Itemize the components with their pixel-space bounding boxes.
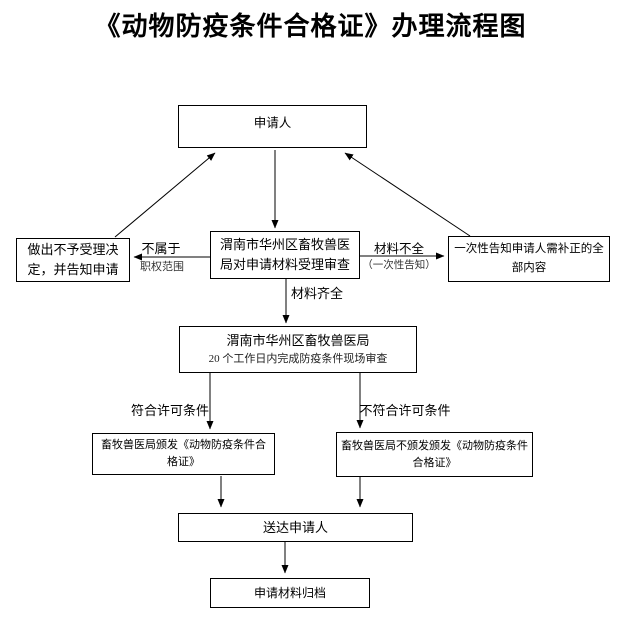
edge-label-not-in-scope-line1: 不属于 [141, 241, 181, 256]
node-notify-line1: 一次性告知申请人需补正的全 [454, 243, 604, 255]
arrow-reject-to-applicant [114, 152, 216, 238]
arrow-notify-to-applicant [344, 152, 471, 237]
node-onsite-line2: 20 个工作日内完成防疫条件现场审查 [208, 353, 388, 365]
edge-label-not-in-scope-line2: 职权范围 [140, 261, 184, 273]
node-reject-line2: 定，并告知申请 [27, 262, 119, 277]
node-reject-line1: 做出不予受理决 [27, 242, 119, 257]
node-onsite: 渭南市华州区畜牧兽医局 20 个工作日内完成防疫条件现场审查 [179, 326, 417, 373]
node-issue-line1: 畜牧兽医局颁发《动物防疫条件合 [101, 439, 266, 451]
node-applicant: 申请人 [178, 105, 367, 148]
node-applicant-label: 申请人 [253, 116, 292, 130]
node-review: 渭南市华州区畜牧兽医 局对申请材料受理审查 [210, 231, 360, 279]
node-review-line1: 渭南市华州区畜牧兽医 [219, 237, 350, 252]
edge-label-not-meets-conditions: 不符合许可条件 [359, 403, 451, 418]
node-issue-line2: 格证》 [167, 456, 200, 468]
node-archive: 申请材料归档 [210, 578, 370, 608]
node-not-issue-line1: 畜牧兽医局不颁发颁发《动物防疫条件 [341, 439, 528, 452]
node-reject: 做出不予受理决 定，并告知申请 [16, 238, 130, 282]
node-notify-line2: 部内容 [511, 262, 547, 274]
node-onsite-line1: 渭南市华州区畜牧兽医局 [226, 333, 370, 348]
node-issue: 畜牧兽医局颁发《动物防疫条件合 格证》 [92, 433, 275, 475]
edge-label-meets-conditions: 符合许可条件 [130, 403, 209, 418]
page-title: 《动物防疫条件合格证》办理流程图 [94, 12, 527, 41]
node-deliver-label: 送达申请人 [262, 519, 328, 535]
node-review-line2: 局对申请材料受理审查 [219, 257, 350, 272]
node-notify: 一次性告知申请人需补正的全 部内容 [448, 236, 610, 282]
node-deliver: 送达申请人 [178, 513, 413, 542]
node-not-issue-line2: 合格证》 [412, 456, 457, 469]
node-not-issue: 畜牧兽医局不颁发颁发《动物防疫条件 合格证》 [336, 432, 533, 477]
edge-label-incomplete-line1: 材料不全 [373, 242, 424, 256]
edge-label-incomplete-line2: （一次性告知） [362, 260, 436, 271]
node-archive-label: 申请材料归档 [253, 586, 326, 600]
edge-label-complete: 材料齐全 [291, 286, 344, 301]
